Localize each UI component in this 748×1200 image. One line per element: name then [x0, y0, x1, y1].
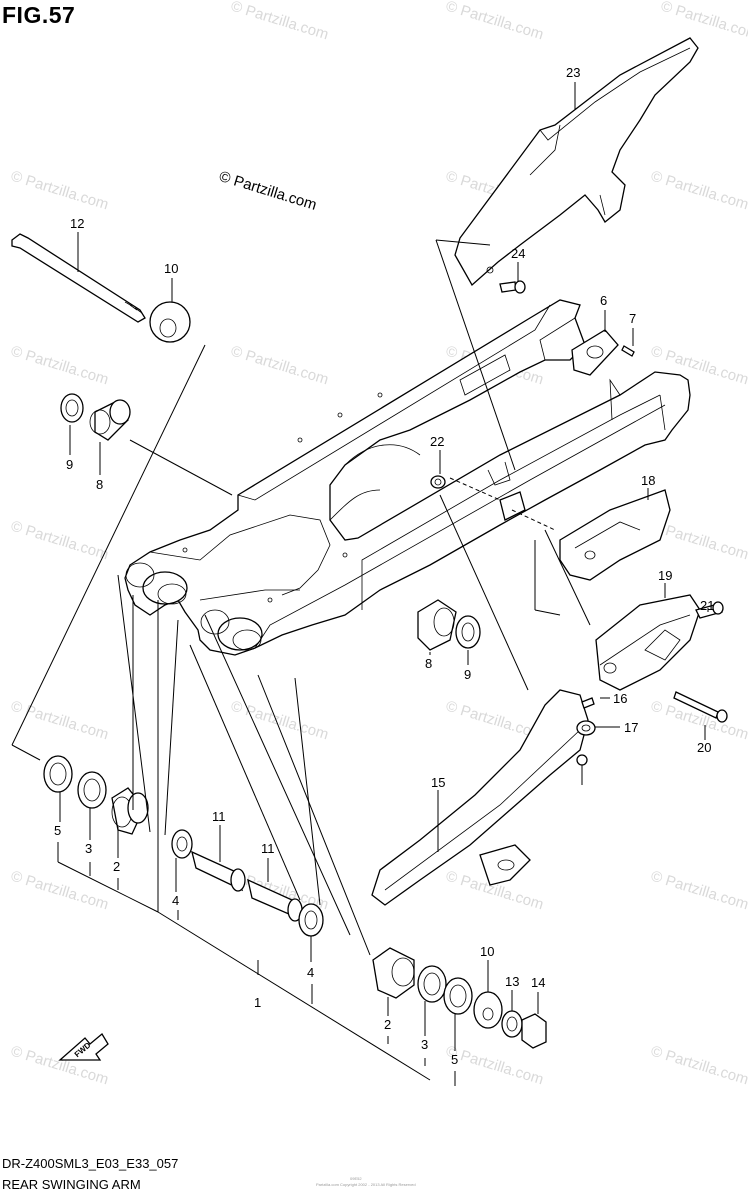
- callout-16: 16: [613, 691, 627, 706]
- callout-21: 21: [700, 598, 714, 613]
- callout-24: 24: [511, 246, 525, 261]
- watermark: © Partzilla.com: [9, 518, 111, 564]
- callout-14: 14: [531, 975, 545, 990]
- adjuster-plate: [571, 329, 635, 376]
- callout-12: 12: [70, 216, 84, 231]
- callout-4: 4: [307, 965, 314, 980]
- callout-5: 5: [54, 823, 61, 838]
- callout-9: 9: [66, 457, 73, 472]
- diagram-caption: REAR SWINGING ARM: [2, 1177, 141, 1192]
- callout-2: 2: [384, 1017, 391, 1032]
- callout-3: 3: [85, 841, 92, 856]
- callout-15: 15: [431, 775, 445, 790]
- callout-18: 18: [641, 473, 655, 488]
- watermark: © Partzilla.com: [9, 868, 111, 914]
- watermark: © Partzilla.com: [649, 868, 748, 914]
- callout-6: 6: [600, 293, 607, 308]
- callout-23: 23: [566, 65, 580, 80]
- callouts: 1 2 2 3 3 4 4 5 5 6 7 8 8 9 9 10 10 11 1…: [54, 65, 714, 1067]
- fine-print: Partzilla.com Copyright 2002 - 2013 All …: [316, 1182, 416, 1187]
- watermark: © Partzilla.com: [444, 1043, 546, 1089]
- forward-arrow: FWD: [58, 1033, 109, 1061]
- fine-code: 09E52: [350, 1176, 362, 1181]
- watermark: © Partzilla.com: [9, 343, 111, 389]
- chain-slider: [371, 689, 596, 906]
- figure-title: FIG.57: [2, 2, 76, 28]
- watermark: © Partzilla.com: [649, 1043, 748, 1089]
- callout-5: 5: [451, 1052, 458, 1067]
- callout-9: 9: [464, 667, 471, 682]
- callout-8: 8: [425, 656, 432, 671]
- callout-10: 10: [164, 261, 178, 276]
- mid-right-bearings: [417, 599, 481, 651]
- leader-lines: [11, 82, 709, 1086]
- chain-guide: [559, 489, 728, 723]
- model-code: DR-Z400SML3_E03_E33_057: [2, 1156, 179, 1171]
- callout-11: 11: [212, 809, 226, 824]
- callout-8: 8: [96, 477, 103, 492]
- watermark: © Partzilla.com: [444, 0, 546, 43]
- chain-cover: [454, 37, 699, 287]
- watermark: © Partzilla.com: [229, 698, 331, 744]
- callout-20: 20: [697, 740, 711, 755]
- watermark: © Partzilla.com: [9, 168, 111, 214]
- callout-3: 3: [421, 1037, 428, 1052]
- watermark: © Partzilla.com: [229, 343, 331, 389]
- watermark: © Partzilla.com: [229, 0, 331, 43]
- callout-1: 1: [254, 995, 261, 1010]
- watermark: © Partzilla.com: [649, 168, 748, 214]
- callout-2: 2: [113, 859, 120, 874]
- lower-right-bearings: [372, 947, 547, 1049]
- callout-13: 13: [505, 974, 519, 989]
- callout-22: 22: [430, 434, 444, 449]
- watermark: © Partzilla.com: [659, 0, 748, 43]
- callout-11: 11: [261, 841, 275, 856]
- callout-4: 4: [172, 893, 179, 908]
- callout-17: 17: [624, 720, 638, 735]
- pivot-bolt: [11, 233, 191, 343]
- swingarm: [124, 299, 691, 656]
- callout-10: 10: [480, 944, 494, 959]
- callout-19: 19: [658, 568, 672, 583]
- lower-left-bearings: [43, 755, 324, 937]
- callout-7: 7: [629, 311, 636, 326]
- upper-left-bearing: [60, 393, 131, 441]
